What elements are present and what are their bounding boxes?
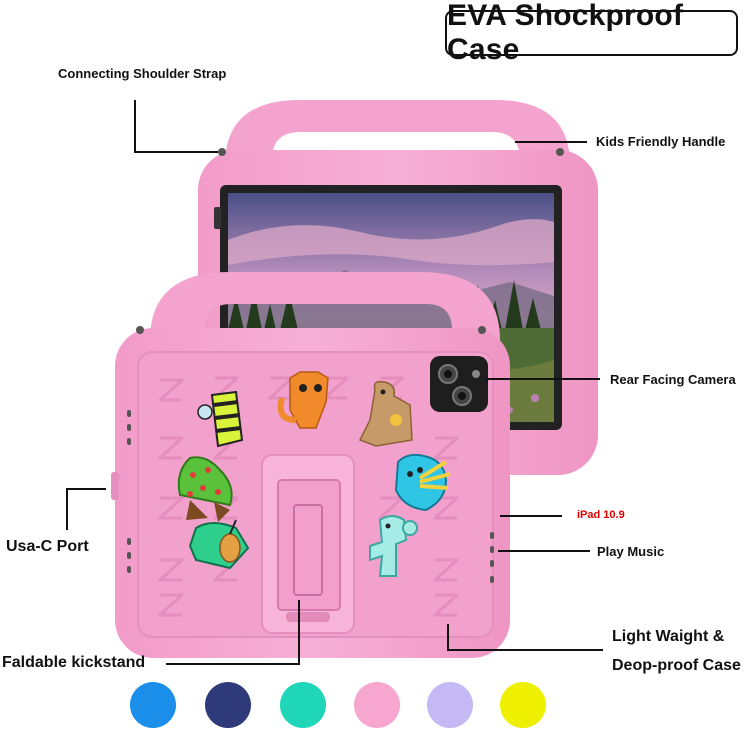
leader-handle [515,141,587,143]
leader-weight-h [447,649,603,651]
color-swatch-mint[interactable] [280,682,326,728]
tiger-sticker [197,390,244,448]
leader-port-h [66,488,106,490]
fox-sticker [277,371,329,429]
back-handle [150,272,500,350]
leader-kickstand-h [166,663,300,665]
color-swatch-pink[interactable] [354,682,400,728]
kangaroo-sticker [358,380,413,447]
color-swatch-blue[interactable] [130,682,176,728]
violin-sticker [188,519,250,570]
callout-kickstand: Faldable kickstand [2,654,146,671]
callout-music: Play Music [597,544,665,559]
leader-port-v [66,488,68,530]
leader-shoulder-strap-v [134,100,136,152]
color-swatch-navy[interactable] [205,682,251,728]
camera-module [430,356,488,412]
callout-shoulder-strap: Connecting Shoulder Strap [58,66,227,81]
leader-shoulder-strap-h [134,151,218,153]
kickstand [261,454,355,634]
color-swatch-yellow[interactable] [500,682,546,728]
front-handle [225,100,570,175]
leader-weight-v [447,624,449,650]
leader-camera [486,378,600,380]
tree-sticker [177,456,233,522]
leader-model [500,515,562,517]
callout-camera: Rear Facing Camera [610,372,736,387]
leader-kickstand-v [298,600,300,664]
back-case [111,272,510,658]
elephant-sticker [369,515,418,577]
callout-weight-line1: Light Waight & [612,628,725,645]
callout-weight-line2: Deop-proof Case [612,657,741,674]
leader-music [498,550,590,552]
color-swatch-lavender[interactable] [427,682,473,728]
callout-model: iPad 10.9 [577,509,625,521]
callout-port: Usa-C Port [6,538,89,555]
callout-handle: Kids Friendly Handle [596,134,726,149]
shell-sticker [394,453,451,512]
